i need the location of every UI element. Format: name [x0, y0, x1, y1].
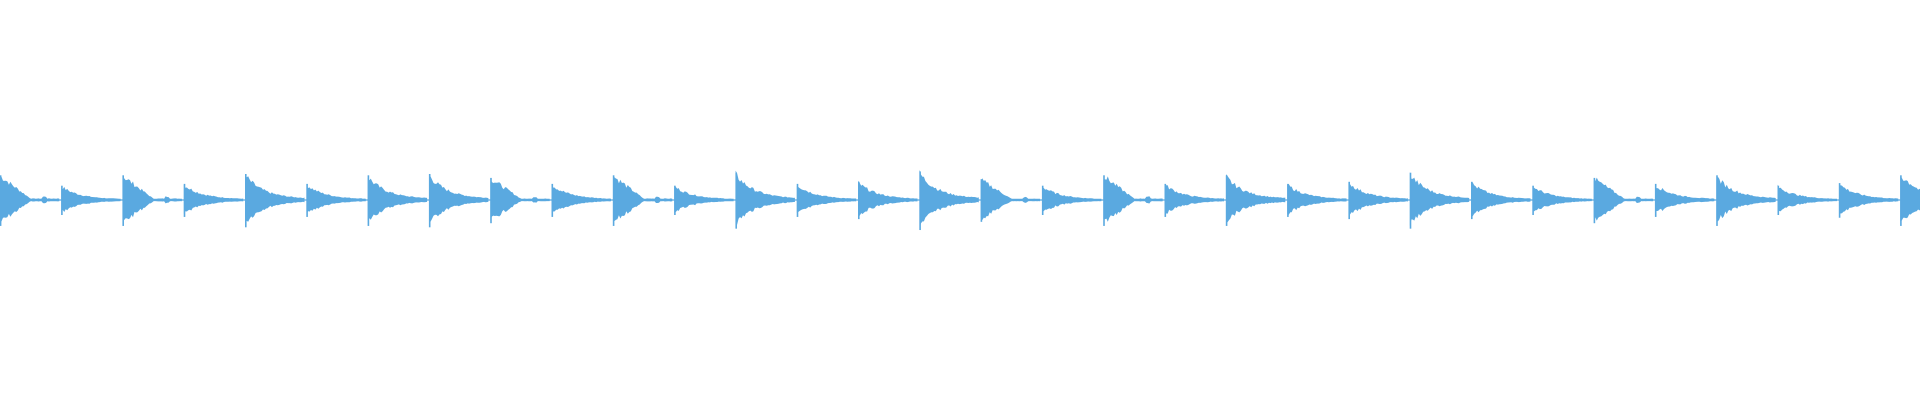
- waveform-transient: [429, 175, 489, 223]
- waveform-transient: [1287, 184, 1347, 215]
- waveform-transient: [1655, 185, 1715, 214]
- waveform-transient: [919, 169, 979, 228]
- waveform-transient: [796, 186, 857, 213]
- waveform-transient: [858, 180, 918, 218]
- waveform-transient: [306, 184, 366, 214]
- waveform-transient: [1164, 185, 1224, 214]
- waveform-transient: [1716, 176, 1776, 222]
- waveform-transient: [1839, 185, 1899, 214]
- waveform-transient: [1348, 184, 1408, 215]
- waveform-transient: [1900, 177, 1920, 222]
- waveform-transient: [367, 177, 428, 221]
- waveform-transient: [490, 177, 550, 221]
- waveform-transient: [1042, 187, 1102, 212]
- waveform-transient: [1777, 184, 1837, 215]
- waveform-transient: [1103, 176, 1163, 222]
- waveform-transient: [674, 185, 734, 214]
- waveform-transient: [1593, 177, 1654, 221]
- waveform-transient: [1471, 182, 1531, 217]
- waveform-transient: [1532, 187, 1592, 212]
- waveform-transient: [735, 170, 795, 228]
- waveform-transient: [613, 177, 673, 221]
- waveform-transient: [61, 186, 121, 212]
- waveform-transient: [0, 176, 60, 222]
- waveform-transient: [122, 177, 182, 221]
- waveform-transient: [1409, 172, 1470, 226]
- waveform-transient: [245, 174, 305, 224]
- waveform-transient: [980, 178, 1041, 221]
- waveform-transient: [1226, 174, 1286, 224]
- waveform-transient: [183, 184, 244, 214]
- waveform-transient: [551, 186, 611, 213]
